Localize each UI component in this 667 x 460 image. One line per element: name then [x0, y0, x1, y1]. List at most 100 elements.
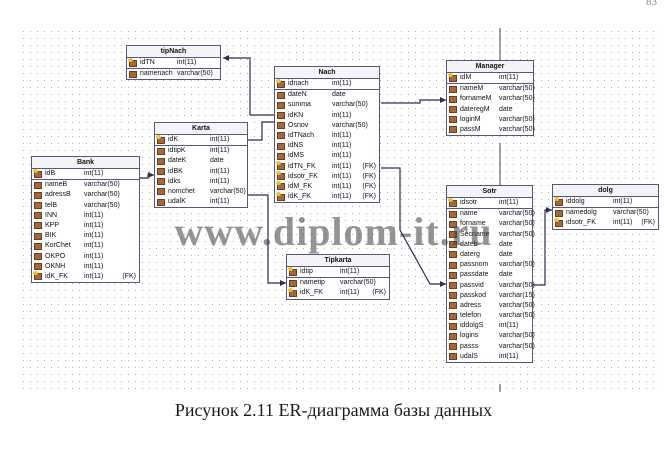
column-type: date [499, 105, 513, 113]
entity-title: dolg [553, 185, 658, 197]
attribute-row: idtipK int(11) [155, 146, 247, 156]
column-type: int(11) [332, 172, 352, 180]
column-icon [449, 241, 457, 249]
key-icon [128, 57, 137, 67]
column-type: int(11) [210, 136, 230, 143]
column-type: int(11) [177, 59, 197, 66]
column-type: varchar(50) [499, 95, 535, 103]
column-icon [277, 112, 285, 120]
column-type: int(11) [332, 152, 352, 160]
entity-title: Nach [275, 67, 379, 79]
column-icon [449, 95, 457, 103]
column-name: summa [288, 101, 311, 109]
column-type: int(11) [332, 182, 352, 190]
column-type: varchar(50) [499, 332, 535, 340]
rel-nach-manager [381, 99, 446, 104]
column-name: idsotr_FK [566, 219, 596, 227]
key-icon [276, 181, 285, 191]
column-icon [34, 202, 42, 210]
rel-tipkarta-arrow [280, 280, 286, 286]
key-icon [156, 134, 165, 144]
page-number: 83 [646, 0, 657, 8]
column-name: dateN [288, 91, 307, 99]
attribute-row: loginM varchar(50) [447, 115, 535, 125]
column-icon [157, 198, 165, 206]
column-type: int(11) [210, 167, 230, 175]
column-name: telB [45, 201, 58, 209]
column-type: int(11) [499, 352, 519, 360]
key-icon [276, 161, 285, 170]
rel-tipnach-nach [223, 57, 274, 116]
column-name: idK_FK [288, 193, 311, 201]
column-type: varchar(50) [499, 301, 535, 309]
watermark-text: www.diplom-it.ru [174, 209, 493, 254]
entity-title: Bank [32, 157, 139, 169]
column-type: int(11) [84, 170, 104, 177]
column-type: date [499, 250, 513, 258]
column-type: varchar(50) [499, 342, 535, 350]
column-name: iddolgS [460, 322, 484, 330]
column-name: idK_FK [300, 289, 323, 297]
column-icon [449, 332, 457, 340]
foreign-key-marker: (FK) [362, 182, 376, 190]
column-icon [449, 271, 457, 279]
attribute-row: passs varchar(50) [447, 342, 535, 352]
column-name: idtip [300, 268, 313, 275]
column-icon [277, 132, 285, 140]
column-type: varchar(50) [210, 187, 246, 195]
entity-title: Manager [447, 61, 533, 73]
foreign-key-marker: (FK) [362, 193, 376, 201]
column-type: int(11) [613, 219, 633, 227]
column-name: fornameM [460, 95, 492, 103]
column-name: passs [460, 342, 479, 350]
key-icon [33, 271, 42, 281]
column-name: idM_FK [288, 182, 313, 190]
column-name: idtipK [168, 147, 186, 155]
column-name: idBK [168, 167, 183, 175]
key-icon [554, 196, 563, 206]
column-name: KorChet [45, 242, 71, 250]
column-type: varchar(50) [499, 115, 535, 123]
column-icon [449, 85, 457, 93]
column-name: nametip [300, 279, 325, 287]
column-name: idK [168, 136, 179, 143]
column-name: idM [460, 74, 472, 81]
column-name: loginM [460, 115, 481, 123]
key-icon [554, 217, 563, 227]
column-type: int(11) [210, 198, 230, 206]
figure-caption: Рисунок 2.11 ER-диаграмма базы данных [174, 400, 493, 420]
attribute-row: fornameM varchar(50) [447, 94, 535, 104]
column-type: int(11) [499, 322, 519, 330]
column-type: date [499, 271, 513, 279]
rel-bank-arrow [148, 172, 154, 178]
column-type: int(11) [84, 262, 104, 270]
column-type: int(11) [499, 199, 519, 206]
column-name: OKPO [45, 252, 66, 260]
column-name: daterg [460, 250, 480, 258]
key-icon [448, 72, 457, 82]
column-icon [449, 106, 457, 114]
column-name: namedolg [566, 209, 597, 217]
rel-karta-nach [248, 121, 274, 141]
column-type: int(11) [210, 147, 230, 155]
